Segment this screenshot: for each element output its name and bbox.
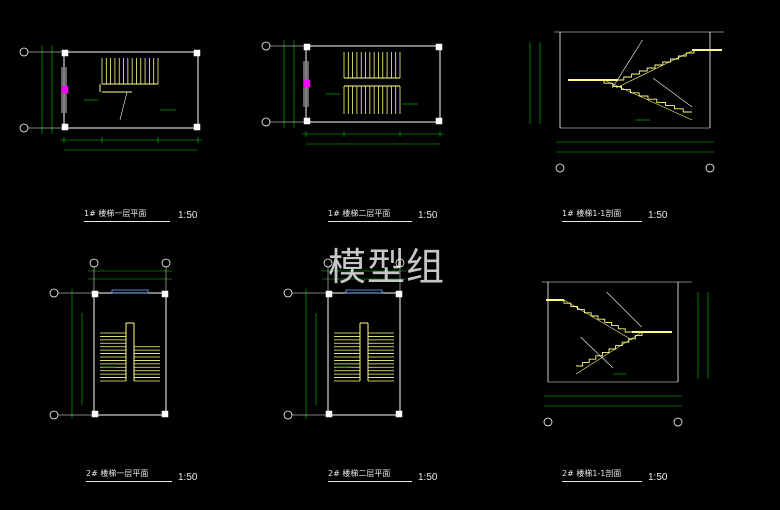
axis-bubble xyxy=(395,258,405,268)
drawing-title-5: 2# 楼梯二层平面 xyxy=(328,469,391,478)
drawing-scale-2: 1:50 xyxy=(418,210,438,221)
axis-bubble xyxy=(19,47,29,57)
title-underline-2 xyxy=(328,221,412,222)
highlight-marker xyxy=(303,79,311,88)
axis-bubble xyxy=(283,288,293,298)
axis-bubble xyxy=(283,410,293,420)
drawing-scale-5: 1:50 xyxy=(418,472,438,483)
title-underline-3 xyxy=(562,221,642,222)
column xyxy=(303,43,311,51)
axis-bubble xyxy=(89,258,99,268)
break-line xyxy=(652,77,693,108)
column xyxy=(61,123,69,131)
stair-walls xyxy=(63,51,199,129)
stair-walls xyxy=(93,292,167,416)
column xyxy=(91,290,99,298)
drawing-title-1: 1# 楼梯一层平面 xyxy=(84,209,147,218)
window-line xyxy=(345,289,383,294)
title-underline-1 xyxy=(84,221,170,222)
column xyxy=(395,410,403,418)
column xyxy=(91,410,99,418)
drawing-scale-6: 1:50 xyxy=(648,472,668,483)
stair-walls xyxy=(327,292,401,416)
drawing-title-3: 1# 楼梯1-1剖面 xyxy=(562,209,622,218)
axis-bubble xyxy=(673,417,683,427)
axis-bubble xyxy=(323,258,333,268)
stair-walls xyxy=(305,45,441,123)
axis-bubble xyxy=(49,410,59,420)
axis-bubble xyxy=(19,123,29,133)
axis-bubble xyxy=(161,258,171,268)
title-underline-4 xyxy=(86,481,172,482)
break-line xyxy=(612,39,643,88)
column xyxy=(303,117,311,125)
column xyxy=(161,290,169,298)
column xyxy=(193,49,201,57)
column xyxy=(435,43,443,51)
column xyxy=(435,117,443,125)
stair-flight xyxy=(576,332,643,367)
column xyxy=(61,49,69,57)
column xyxy=(395,290,403,298)
axis-bubble xyxy=(705,163,715,173)
drawing-title-2: 1# 楼梯二层平面 xyxy=(328,209,391,218)
stair-soffit xyxy=(615,49,695,89)
drawing-title-4: 2# 楼梯一层平面 xyxy=(86,469,149,478)
drawing-scale-4: 1:50 xyxy=(178,472,198,483)
drawing-scale-3: 1:50 xyxy=(648,210,668,221)
stair-soffit xyxy=(603,79,693,121)
stair-soffit xyxy=(575,331,643,375)
stair-flight xyxy=(563,300,632,333)
title-underline-5 xyxy=(328,481,412,482)
drawing-scale-1: 1:50 xyxy=(178,210,198,221)
title-underline-6 xyxy=(562,481,642,482)
axis-bubble xyxy=(543,417,553,427)
axis-bubble xyxy=(555,163,565,173)
highlight-marker xyxy=(61,85,69,94)
drawing-title-6: 2# 楼梯1-1剖面 xyxy=(562,469,622,478)
window-line xyxy=(111,289,149,294)
stair-flight xyxy=(603,80,692,113)
axis-bubble xyxy=(261,41,271,51)
column xyxy=(325,410,333,418)
axis-bubble xyxy=(261,117,271,127)
stair-flight xyxy=(616,50,695,81)
break-line xyxy=(606,291,642,328)
stair-soffit xyxy=(563,299,633,341)
column xyxy=(193,123,201,131)
column xyxy=(161,410,169,418)
break-line xyxy=(580,336,614,369)
column xyxy=(325,290,333,298)
axis-bubble xyxy=(49,288,59,298)
break-line xyxy=(119,91,128,121)
